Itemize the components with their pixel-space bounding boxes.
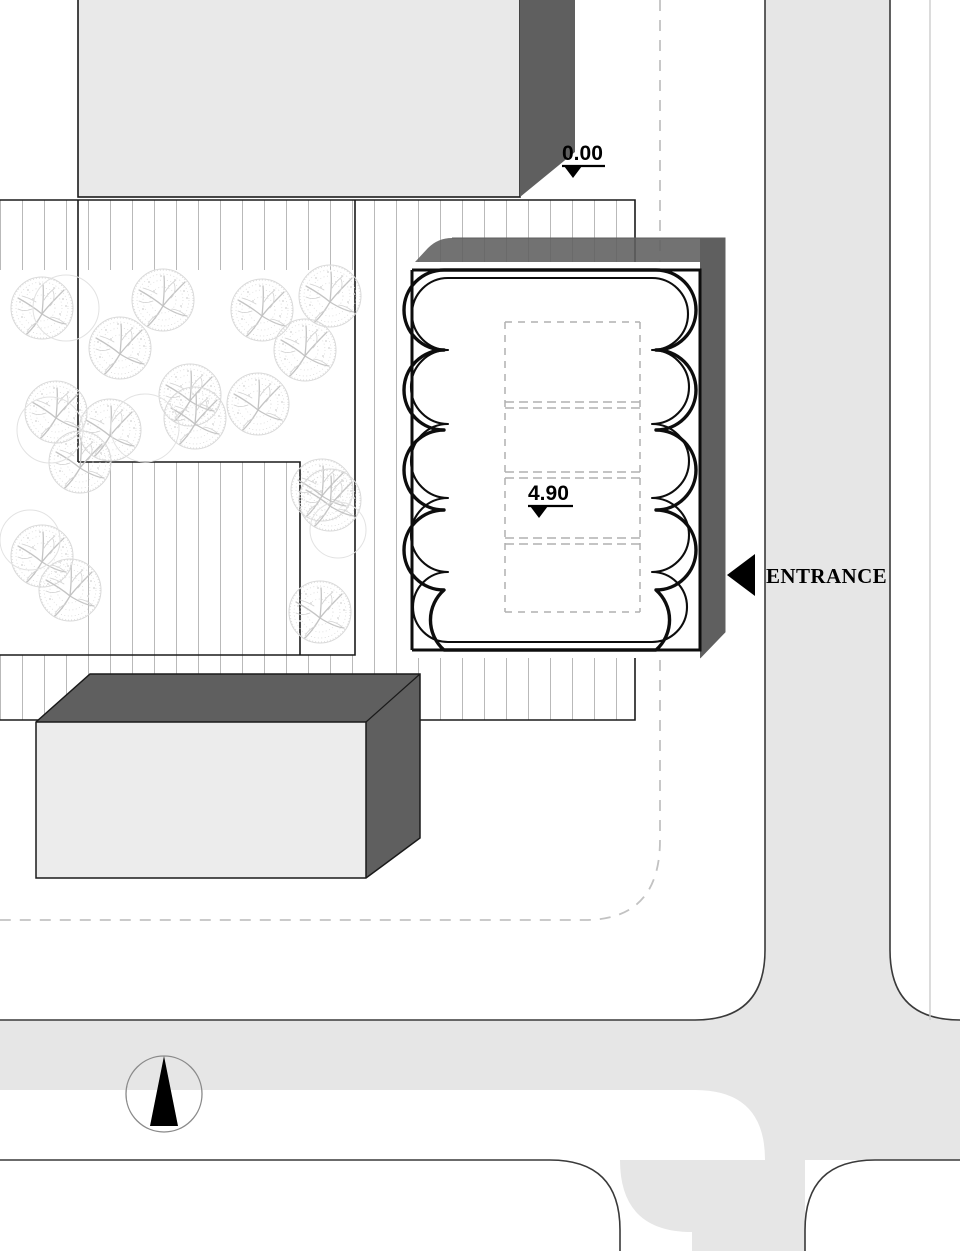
level-marker-ground: 0.00 [562, 142, 605, 178]
north-building-footprint [77, 0, 521, 198]
entrance-arrow-icon [727, 554, 755, 596]
north-arrow-needle-icon [150, 1056, 178, 1126]
trees [0, 264, 367, 644]
north-building [77, 0, 575, 198]
level-upper-text: 4.90 [528, 482, 569, 505]
courtyard-outline [78, 461, 301, 655]
pavilion-shadow-outline [452, 237, 726, 659]
level-ground-text: 0.00 [562, 142, 603, 165]
north-arrow [125, 1055, 203, 1133]
entrance-label: ENTRANCE [766, 564, 887, 588]
level-upper-triangle-icon [530, 506, 548, 518]
garden-outline [0, 200, 356, 656]
block-side-face [366, 674, 420, 878]
street-fill [0, 0, 960, 1160]
street-edge-right [889, 0, 960, 1021]
entrance-marker: ENTRANCE [727, 554, 887, 596]
pavilion-interior-grid [504, 321, 641, 613]
level-ground-triangle-icon [564, 166, 582, 178]
pavilion-inner-wall [410, 276, 690, 644]
block-top-face [36, 674, 420, 722]
block-corner-edge [365, 673, 421, 723]
lower-street-edge-right [804, 1159, 960, 1251]
level-marker-upper: 4.90 [528, 482, 573, 518]
north-building-shadow [520, 0, 575, 197]
block-outline [35, 673, 421, 879]
setback-lines [0, 0, 661, 921]
lower-street-edge-left [0, 1159, 621, 1251]
courtyard-paving [78, 462, 300, 655]
scalloped-pavilion [400, 237, 726, 659]
pavilion-slab-outline [412, 268, 702, 652]
block-front-face [36, 722, 366, 878]
pavilion-right-shadow [700, 238, 725, 658]
southwest-block [35, 673, 421, 879]
pavilion-top-shadow [415, 238, 700, 262]
pavilion-slab [400, 262, 700, 658]
street-edge-left [0, 0, 766, 1021]
